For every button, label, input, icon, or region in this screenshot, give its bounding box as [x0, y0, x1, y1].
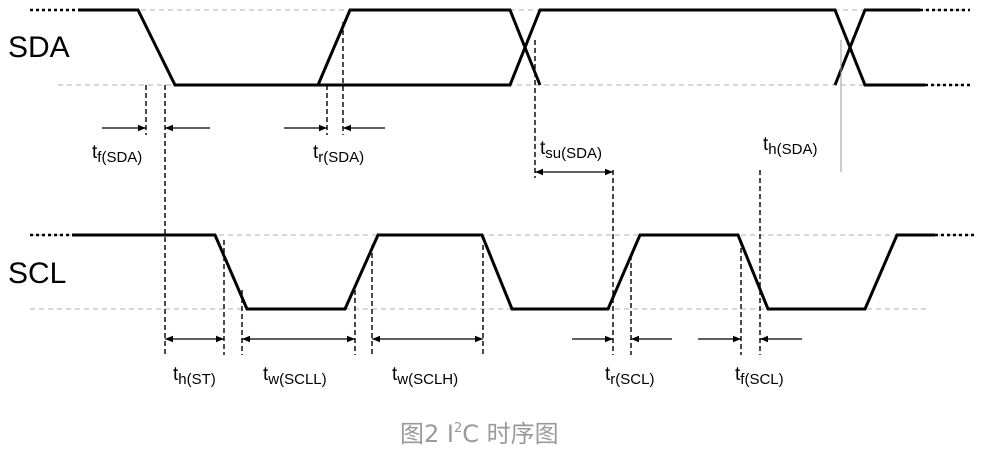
- label-th-st: th(ST): [173, 364, 216, 388]
- label-tf-scl: tf(SCL): [735, 364, 784, 388]
- label-tr-sda: tr(SDA): [313, 142, 364, 166]
- label-th-sda: th(SDA): [763, 134, 817, 158]
- scl-waveform: [30, 233, 975, 311]
- timing-labels: tf(SDA) tr(SDA) tsu(SDA) th(SDA) th(ST) …: [92, 134, 817, 388]
- label-tr-scl: tr(SCL): [605, 364, 654, 388]
- sda-reference-lines: [58, 9, 970, 86]
- timing-arrows: [102, 124, 802, 343]
- label-tw-sclh: tw(SCLH): [392, 364, 458, 388]
- sda-waveform: [30, 8, 970, 87]
- label-tsu-sda: tsu(SDA): [540, 138, 602, 162]
- timing-guides: [145, 22, 842, 355]
- label-tf-sda: tf(SDA): [92, 142, 142, 166]
- scl-reference-lines: [30, 234, 970, 310]
- sda-label: SDA: [8, 31, 70, 64]
- figure-caption: 图2 I2C 时序图: [400, 420, 559, 448]
- label-tw-scll: tw(SCLL): [263, 364, 327, 388]
- scl-label: SCL: [8, 257, 66, 290]
